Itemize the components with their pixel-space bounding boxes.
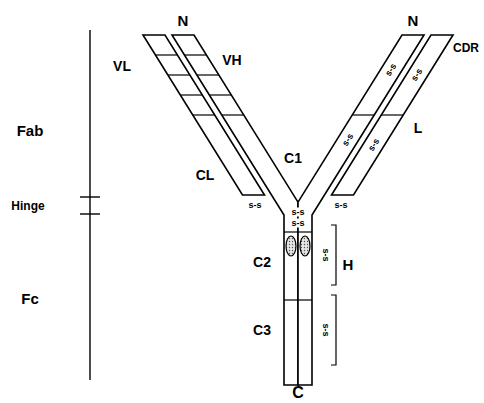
region-label: Hinge xyxy=(11,200,44,212)
disulfide-label: s-s xyxy=(384,62,399,78)
terminus-label: C xyxy=(292,385,304,401)
light-chain xyxy=(332,35,454,195)
disulfide-label: s-s xyxy=(248,201,261,210)
domain-label: C1 xyxy=(284,151,302,165)
disulfide-label: s-s xyxy=(321,323,330,336)
domain-label: CL xyxy=(196,168,215,182)
disulfide-label: s-s xyxy=(341,132,356,148)
domain-label: VL xyxy=(113,59,131,73)
disulfide-label: s-s xyxy=(291,208,304,217)
fragment-label: Fab xyxy=(17,123,44,138)
region-axis xyxy=(80,30,100,380)
chain-label: L xyxy=(414,121,423,135)
chain-label: H xyxy=(343,257,354,272)
disulfide-label: s-s xyxy=(291,219,304,228)
disulfide-label: s-s xyxy=(321,248,330,261)
domain-label: C3 xyxy=(253,323,271,337)
fragment-label: Fc xyxy=(21,291,39,306)
heavy-chain xyxy=(172,35,298,385)
terminus-label: N xyxy=(178,13,189,28)
disulfide-label: s-s xyxy=(367,137,382,153)
carbohydrate xyxy=(286,236,310,256)
domain-label: VH xyxy=(222,53,241,67)
region-label: CDR xyxy=(453,42,479,54)
terminus-label: N xyxy=(408,13,419,28)
domain-label: C2 xyxy=(253,255,271,269)
domain-lines xyxy=(155,55,403,300)
disulfide-label: s-s xyxy=(334,201,347,210)
bracket xyxy=(331,225,336,365)
disulfide-label: s-s xyxy=(410,67,425,83)
